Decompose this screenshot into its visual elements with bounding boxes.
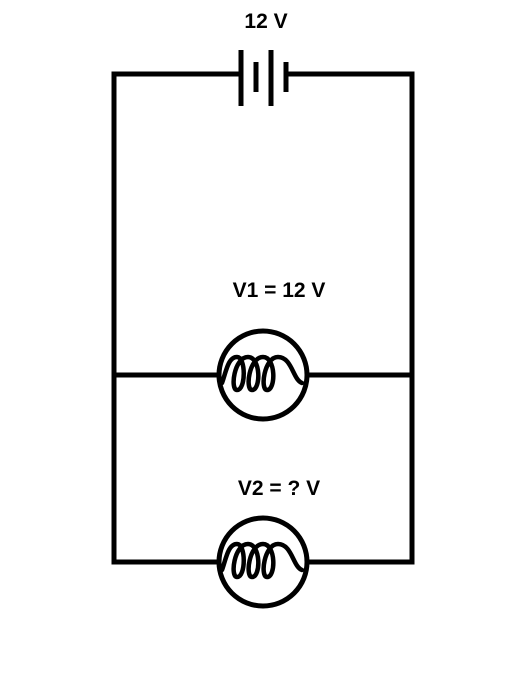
bulb1-voltage-label: V1 = 12 V <box>233 279 326 302</box>
battery-voltage-label: 12 V <box>244 10 287 33</box>
circuit-wires <box>111 71 415 565</box>
bulb2-lamp-icon <box>216 515 310 609</box>
top-right-wire <box>284 71 415 565</box>
bulb1-lamp-icon <box>216 328 310 422</box>
battery-icon <box>238 50 289 106</box>
top-left-wire <box>111 71 243 565</box>
bulb2-voltage-label: V2 = ? V <box>238 477 320 500</box>
